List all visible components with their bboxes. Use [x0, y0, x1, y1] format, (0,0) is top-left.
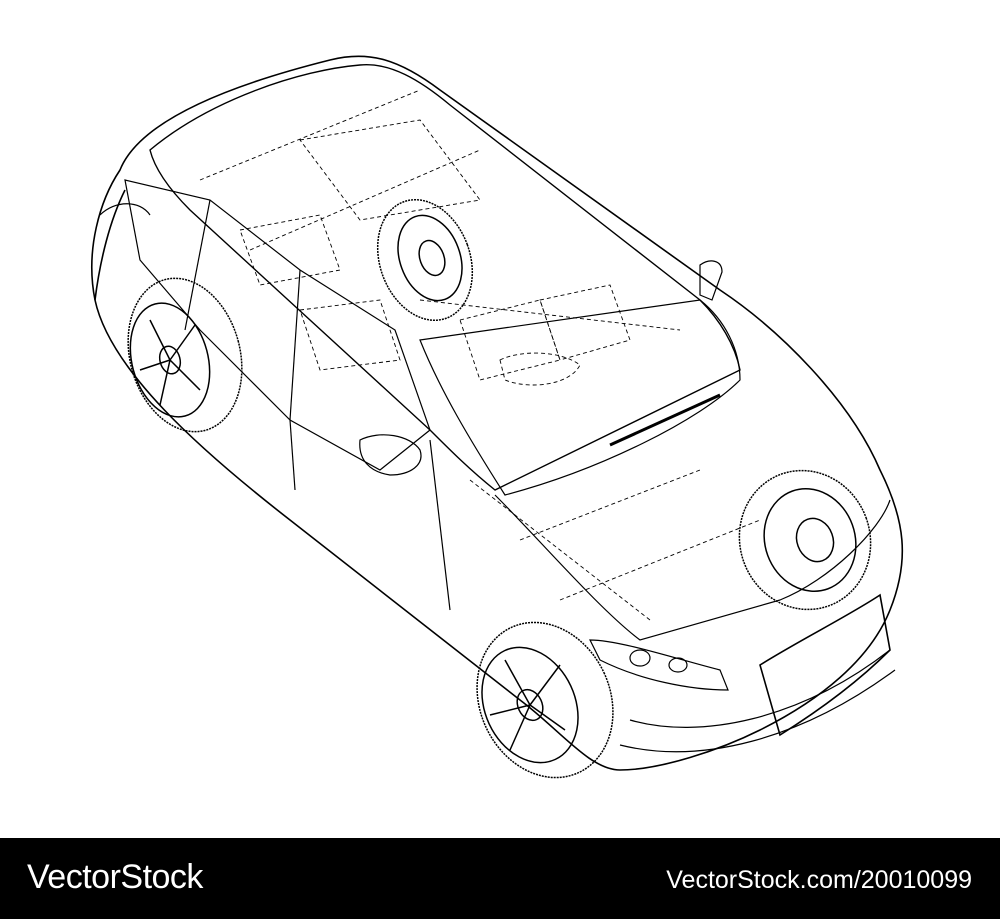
stock-id-text: VectorStock.com/20010099 [666, 866, 972, 894]
watermark-footer-bar: VectorStock VectorStock.com/20010099 [0, 838, 1000, 919]
brand-logo-text: VectorStock [27, 858, 203, 896]
car-wireframe-illustration [91, 55, 904, 779]
car-wireframe-svg [91, 55, 904, 779]
